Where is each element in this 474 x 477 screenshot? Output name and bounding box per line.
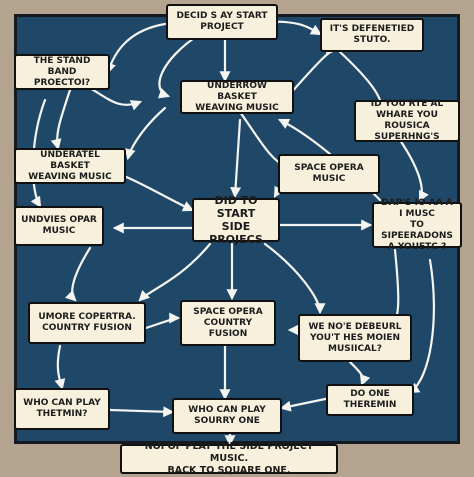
- node-underrow-basket: UNDERROW BASKET WEAVING MUSIC: [180, 80, 294, 114]
- node-defenetied: IT'S DEFENETIED STUTO.: [320, 18, 424, 52]
- arrow: [348, 360, 371, 387]
- arrow: [398, 138, 429, 202]
- node-rousica: ID YOU'RTE AL WHARE YOU ROUSICA SUPERHNG…: [354, 99, 460, 142]
- node-superadons: DAP'S IO AA A I MUSC TO SIPEERADONS A YO…: [372, 198, 462, 252]
- node-back-to-square-one: NOI OF PLAY THE SIDE PROJECT MUSIC. BACK…: [120, 441, 338, 476]
- arrow: [138, 312, 181, 332]
- node-undvies-opar: UNDVIES OPAR MUSIC: [14, 206, 104, 246]
- arrow: [108, 406, 175, 418]
- node-who-can-play-thetmin: WHO CAN PLAY THETMIN?: [14, 388, 110, 430]
- arrow: [288, 44, 338, 96]
- node-umore-copertra: UMORE COPERTRA. COUNTRY FUSION: [28, 302, 146, 344]
- arrow: [263, 242, 326, 315]
- arrow: [230, 118, 242, 199]
- node-who-can-play-sourry: WHO CAN PLAY SOURRY ONE: [172, 398, 282, 434]
- node-moien: WE NO'E DEBEURL YOU'T HES MOIEN MUSIICAL…: [298, 314, 412, 362]
- arrow: [157, 32, 202, 99]
- node-stand-band: THE STAND BAND PROECTOI?: [14, 54, 110, 90]
- arrow: [88, 86, 143, 111]
- arrow: [138, 242, 212, 302]
- node-space-opera-country: SPACE OPERA COUNTRY FUSION: [180, 300, 276, 346]
- node-underatel-basket: UNDERATEL BASKET WEAVING MUSIC: [14, 148, 126, 184]
- arrow: [50, 88, 72, 151]
- arrow: [54, 344, 66, 391]
- node-decide-start-project: DECID S AY START PROJECT: [166, 4, 278, 40]
- arrow: [279, 396, 332, 412]
- arrow: [105, 22, 167, 75]
- node-space-opera-music: SPACE OPERA MUSIC: [278, 154, 380, 194]
- node-did-to-start-side-projects: DID TO START SIDE PROJECS: [192, 194, 280, 246]
- arrow: [124, 106, 167, 161]
- arrow: [64, 246, 92, 302]
- node-do-one-theremin: DO ONE THEREMIN: [326, 384, 414, 416]
- arrow: [408, 258, 435, 394]
